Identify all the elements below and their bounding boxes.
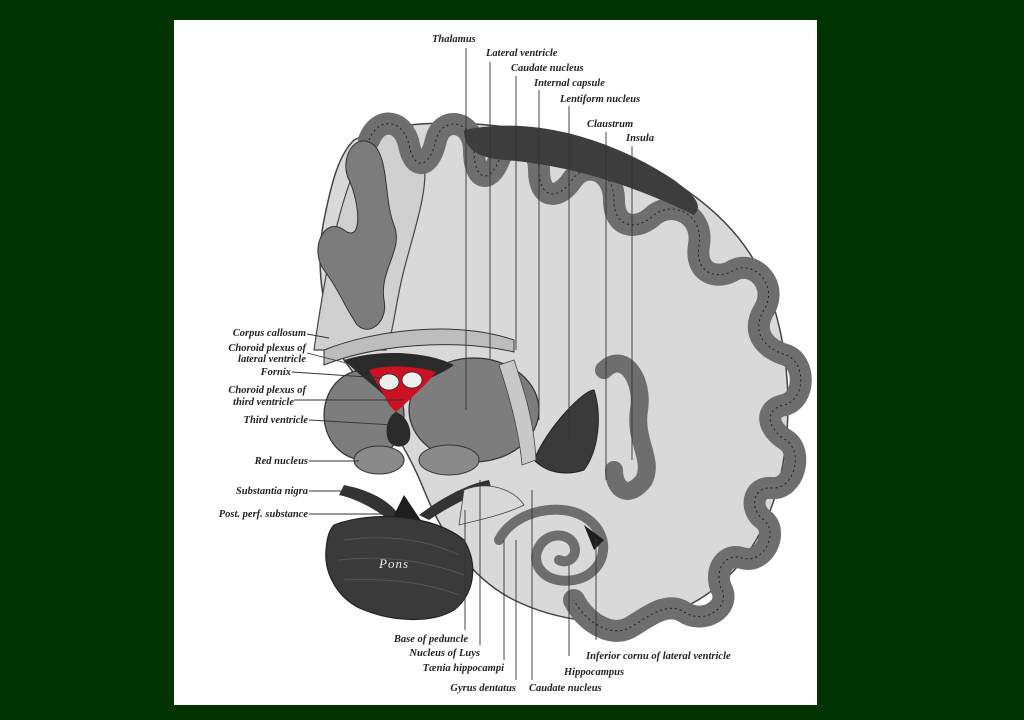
label-substantia-nigra: Substantia nigra (235, 486, 308, 497)
insular-cortex (595, 354, 656, 500)
cortex-gyri-medial (317, 140, 397, 330)
label-third-ventricle: Third ventricle (243, 415, 308, 426)
label-choroid-plexus-third-1: Choroid plexus of (228, 385, 306, 396)
brain-section-illustration (291, 48, 812, 680)
label-red-nucleus: Red nucleus (254, 456, 308, 467)
hippocampus-shape (494, 504, 609, 586)
base-of-peduncle-shape (458, 485, 525, 526)
substantia-nigra-shape (339, 485, 399, 520)
label-caudate-nucleus-bottom: Caudate nucleus (529, 683, 602, 694)
fornix-shape (378, 373, 400, 391)
label-fornix: Fornix (260, 367, 291, 378)
cortex-gyri-outer-edge (368, 123, 802, 632)
corpus-callosum-shape (323, 328, 515, 366)
label-gyrus-dentatus: Gyrus dentatus (450, 683, 516, 694)
leader-lines (291, 48, 633, 680)
label-thalamus: Thalamus (432, 34, 476, 45)
label-corpus-callosum: Corpus callosum (232, 328, 306, 339)
label-lateral-ventricle: Lateral ventricle (486, 48, 558, 59)
label-post-perf-substance: Post. perf. substance (218, 509, 308, 520)
label-base-of-peduncle: Base of peduncle (393, 634, 468, 645)
label-nucleus-of-luys: Nucleus of Luys (409, 648, 480, 659)
internal-capsule-shape (498, 359, 537, 466)
label-choroid-plexus-third-2: third ventricle (233, 397, 294, 408)
figure-panel: Pons Thalamus Lateral ventricle Caudate … (174, 20, 817, 705)
lentiform-nucleus-shape (533, 389, 599, 474)
red-nucleus-shape (353, 445, 405, 475)
label-claustrum: Claustrum (587, 119, 634, 130)
pons-shape (325, 516, 474, 620)
label-choroid-plexus-lateral-2: lateral ventricle (238, 354, 306, 365)
label-internal-capsule: Internal capsule (534, 78, 605, 89)
label-inferior-cornu: Inferior cornu of lateral ventricle (586, 651, 731, 662)
label-hippocampus: Hippocampus (564, 667, 625, 678)
third-ventricle-shape (386, 412, 411, 447)
label-lentiform-nucleus: Lentiform nucleus (560, 94, 641, 105)
label-insula: Insula (626, 133, 655, 144)
pons-label: Pons (379, 556, 409, 571)
label-caudate-nucleus-top: Caudate nucleus (511, 63, 584, 74)
label-choroid-plexus-lateral-1: Choroid plexus of (228, 343, 306, 354)
corona-radiata (464, 125, 698, 215)
label-taenia-hippocampi: Tænia hippocampi (422, 663, 504, 674)
